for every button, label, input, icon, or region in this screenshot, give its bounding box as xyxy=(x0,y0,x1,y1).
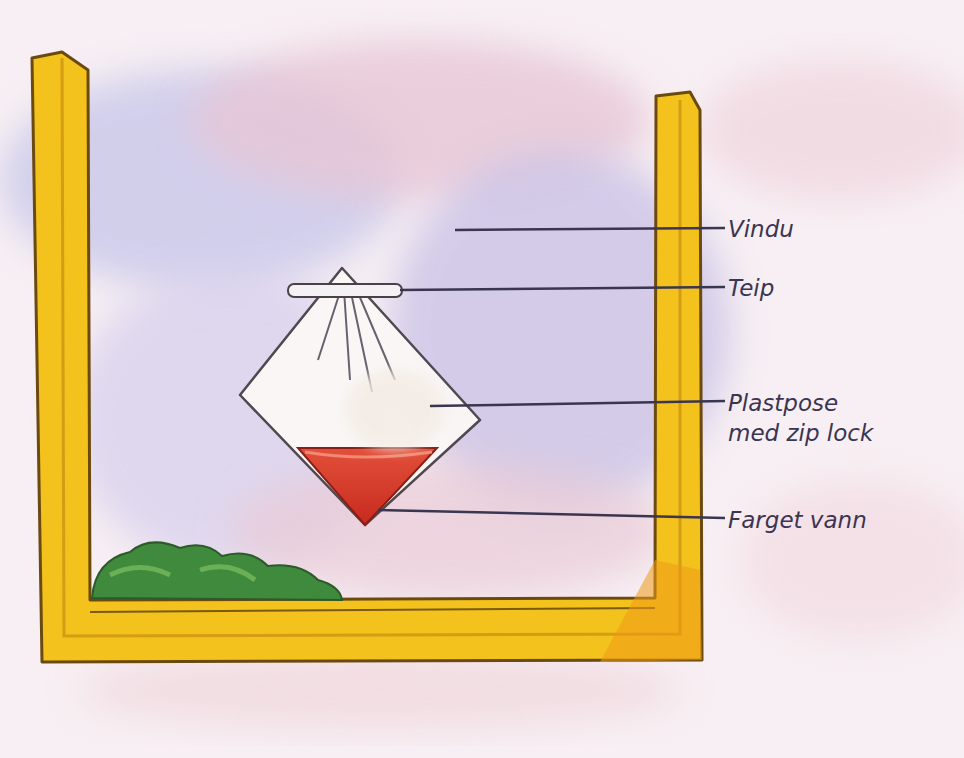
part-label: Teip xyxy=(728,273,774,303)
leader-lines xyxy=(378,228,725,518)
plastic-bag xyxy=(240,268,480,525)
part-label: Vindu xyxy=(728,214,794,244)
leader-line xyxy=(430,401,725,406)
window-frame xyxy=(32,52,702,662)
tape xyxy=(288,284,402,297)
leader-line xyxy=(455,228,725,230)
leader-line xyxy=(400,287,725,290)
bush xyxy=(92,542,342,600)
leader-line xyxy=(378,510,725,518)
part-label: Farget vann xyxy=(728,505,867,535)
part-label: Plastpose med zip lock xyxy=(728,388,896,448)
